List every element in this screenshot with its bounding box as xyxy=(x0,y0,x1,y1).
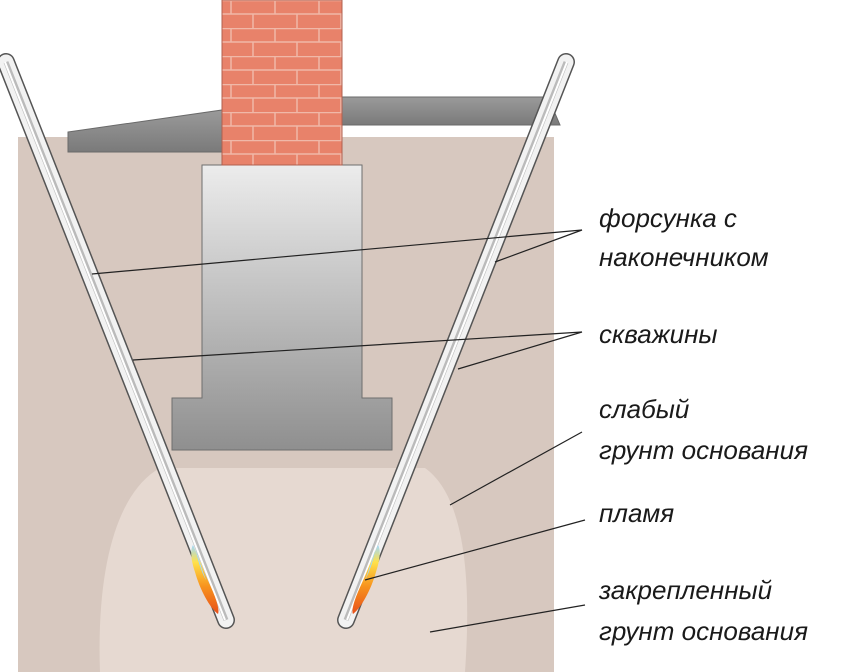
label-flame: пламя xyxy=(599,498,674,528)
leader-weak-soil xyxy=(449,431,583,506)
leader-flame xyxy=(364,519,586,581)
foundation xyxy=(171,164,393,451)
leader-fixed-soil xyxy=(429,604,586,633)
ground-slab-right xyxy=(341,96,561,126)
brick-wall xyxy=(221,0,343,166)
ground-slab-left xyxy=(67,109,223,153)
left-flame xyxy=(191,545,219,614)
label-fixed-soil-line2: грунт основания xyxy=(599,616,808,646)
fixed-soil-area xyxy=(99,468,468,672)
right-well xyxy=(337,53,575,629)
leader-lines xyxy=(91,229,586,633)
label-weak-soil-line2: грунт основания xyxy=(599,435,808,465)
label-weak-soil-line1: слабый xyxy=(599,394,689,424)
leader-wells xyxy=(132,331,583,370)
leader-nozzle xyxy=(91,229,583,275)
label-nozzle-line2: наконечником xyxy=(599,242,769,272)
left-well xyxy=(0,53,235,629)
label-nozzle-line1: форсунка с xyxy=(599,203,737,233)
label-wells: скважины xyxy=(599,319,718,349)
label-fixed-soil-line1: закрепленный xyxy=(598,575,772,605)
